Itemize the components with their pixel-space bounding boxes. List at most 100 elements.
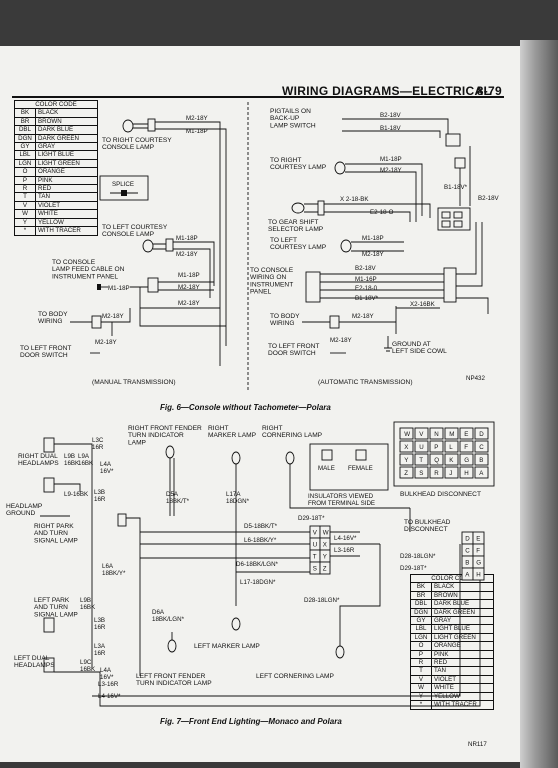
wire-label: M2-18Y bbox=[178, 300, 200, 307]
wire-label: D28-18LGN* bbox=[400, 553, 436, 560]
terminal-letter: S bbox=[313, 565, 317, 572]
wire-label: B2-18V bbox=[478, 195, 500, 202]
wire bbox=[339, 306, 440, 348]
wire-label: M1-18P bbox=[186, 128, 208, 135]
terminal-letter: Y bbox=[404, 457, 408, 464]
label-automatic-transmission: (AUTOMATIC TRANSMISSION) bbox=[318, 379, 413, 386]
terminal-letter: P bbox=[434, 444, 438, 451]
header-rule bbox=[12, 96, 504, 98]
terminal-letter: W bbox=[404, 431, 410, 438]
terminal-letter: V bbox=[419, 431, 424, 438]
wire-label: L4-16V* bbox=[98, 693, 121, 700]
terminal-letter: C bbox=[465, 547, 470, 554]
splice-legend-box bbox=[99, 175, 149, 201]
color-name: LIGHT GREEN bbox=[431, 632, 494, 643]
bulkhead-terminal bbox=[474, 453, 489, 466]
right-terminal bbox=[472, 567, 485, 581]
terminal-letter: V bbox=[313, 529, 318, 536]
wire-label: D29-18T* bbox=[298, 515, 325, 522]
wire bbox=[345, 163, 423, 222]
connector-icon bbox=[317, 200, 325, 216]
wire bbox=[320, 273, 444, 299]
wire bbox=[158, 281, 214, 291]
terminal-letter: B bbox=[479, 457, 483, 464]
lamp-icon bbox=[167, 639, 177, 653]
bulkhead-terminal bbox=[414, 466, 429, 479]
wire-label: M1-18P bbox=[178, 272, 200, 279]
terminal-letter: X bbox=[323, 541, 327, 548]
terminal-letter: T bbox=[419, 457, 423, 464]
wire-label: L6-18BK/Y* bbox=[244, 537, 277, 544]
wire-label: M2-18Y bbox=[186, 115, 208, 122]
female-terminal-icon bbox=[355, 449, 367, 461]
wire-label: M2-18Y bbox=[352, 313, 374, 320]
connector-icon bbox=[147, 277, 159, 293]
wire-label: E2-18-0 bbox=[355, 285, 378, 292]
bulkhead-terminal bbox=[459, 440, 474, 453]
color-name: LIGHT BLUE bbox=[431, 624, 494, 634]
bulkhead-terminal bbox=[459, 427, 474, 440]
headlamp-icon bbox=[43, 437, 55, 453]
lamp-icon bbox=[335, 645, 345, 659]
terminal-letter: F bbox=[464, 444, 468, 451]
terminal-letter: A bbox=[465, 571, 470, 578]
figure-reference: NP432 bbox=[466, 375, 485, 382]
splice-dot-icon bbox=[121, 190, 127, 196]
manual-page: WIRING DIAGRAMS—ELECTRICAL 8-79 COLOR CO… bbox=[0, 46, 520, 762]
wire-label: B2-18V bbox=[355, 265, 377, 272]
wire-label: M2-18Y bbox=[95, 339, 117, 346]
lamp-icon bbox=[334, 161, 346, 175]
wire bbox=[140, 531, 310, 573]
terminal-letter: U bbox=[313, 541, 317, 548]
bulkhead-terminal bbox=[429, 453, 444, 466]
wire-label: M1-18P bbox=[108, 285, 130, 292]
wire-label: D5-18BK/T* bbox=[244, 523, 278, 530]
connector-icon bbox=[454, 157, 466, 169]
terminal-letter: L bbox=[449, 444, 453, 451]
lamp-icon bbox=[231, 617, 241, 631]
wire-label: M1-16P bbox=[355, 276, 377, 283]
splice-label: SPLICE bbox=[112, 181, 134, 188]
connector-icon bbox=[305, 271, 321, 303]
color-name: LIGHT BLUE bbox=[35, 150, 98, 160]
bulkhead-terminal bbox=[399, 453, 414, 466]
wire-label: M2-18Y bbox=[380, 167, 402, 174]
terminal-letter: E bbox=[464, 431, 468, 438]
wire-label: D28-18LGN* bbox=[304, 597, 340, 604]
wire bbox=[354, 118, 449, 138]
wire-label: M2-18Y bbox=[330, 337, 352, 344]
terminal-letter: U bbox=[419, 444, 423, 451]
terminal-icon bbox=[453, 211, 463, 219]
bulkhead-terminal bbox=[474, 427, 489, 440]
terminal-icon bbox=[453, 220, 463, 228]
bulkhead-terminal bbox=[429, 466, 444, 479]
terminal-letter: C bbox=[479, 444, 484, 451]
page-title: WIRING DIAGRAMS—ELECTRICAL bbox=[282, 84, 492, 98]
bulkhead-terminal bbox=[399, 427, 414, 440]
terminal-letter: H bbox=[476, 571, 480, 578]
bulkhead-terminal bbox=[444, 453, 459, 466]
wire-label: L4-16V* bbox=[334, 535, 357, 542]
wire bbox=[304, 203, 318, 213]
